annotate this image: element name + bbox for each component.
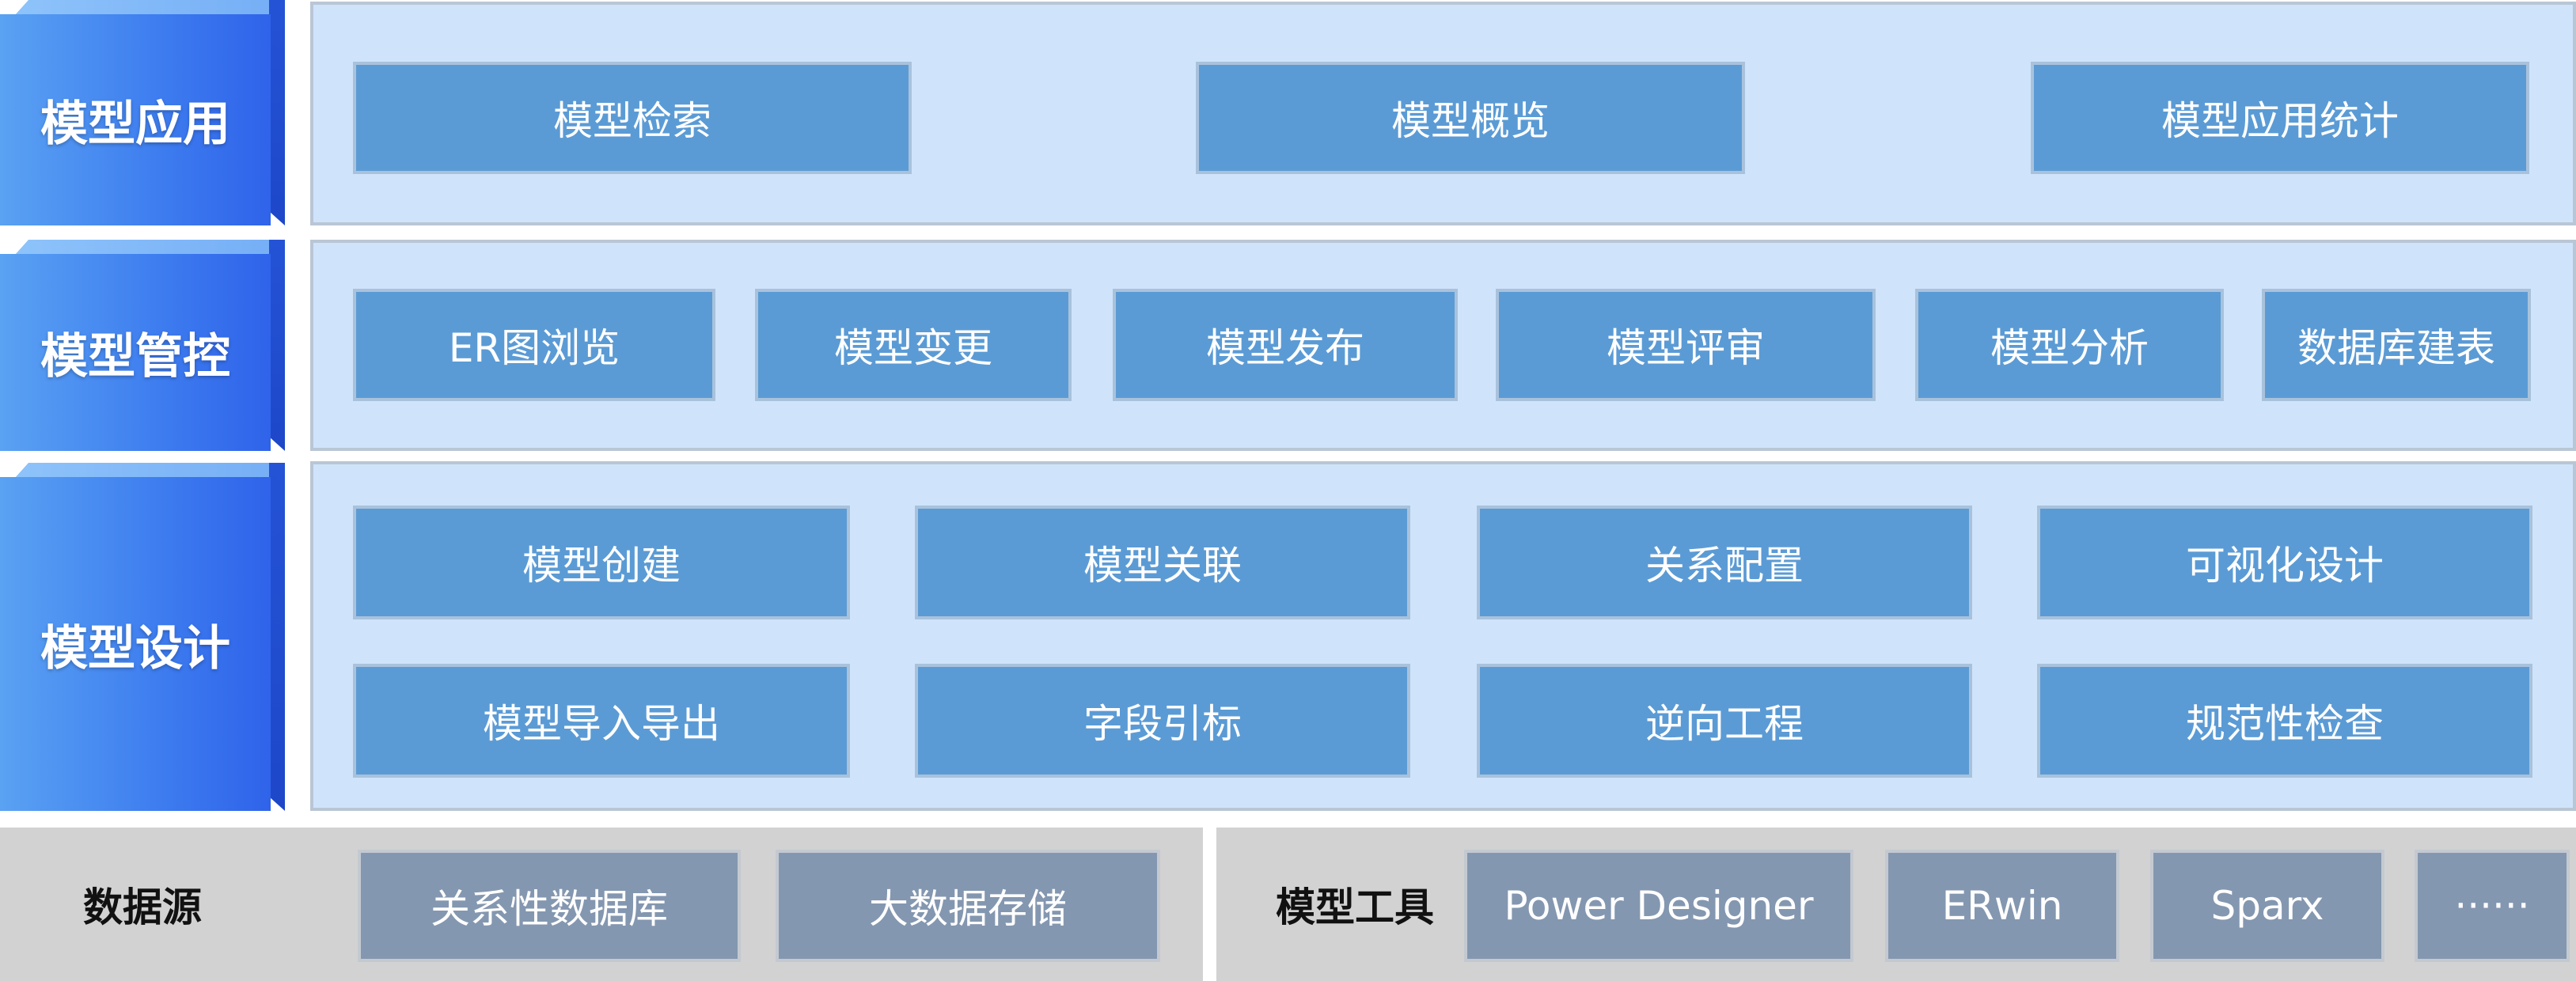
layer-label-design: 模型设计 — [0, 477, 271, 811]
datasource-big-data-storage[interactable]: 大数据存储 — [776, 850, 1160, 962]
feature-label: 模型分析 — [1990, 325, 2149, 371]
layer-label-application: 模型应用 — [0, 14, 271, 225]
feature-box-model-review[interactable]: 模型评审 — [1496, 289, 1876, 401]
tool-label: Sparx — [2210, 883, 2324, 929]
feature-box-model-create[interactable]: 模型创建 — [353, 506, 850, 619]
model-tools-panel: 模型工具 Power Designer ERwin Sparx ······ — [1216, 828, 2576, 981]
tool-more[interactable]: ······ — [2415, 850, 2570, 962]
layer-label-control: 模型管控 — [0, 254, 271, 451]
feature-box-model-publish[interactable]: 模型发布 — [1113, 289, 1458, 401]
feature-label: 模型发布 — [1206, 325, 1364, 371]
tool-sparx[interactable]: Sparx — [2150, 850, 2384, 962]
datasource-title: 数据源 — [83, 884, 202, 930]
feature-label: 模型导入导出 — [483, 701, 720, 747]
tool-label: Power Designer — [1504, 883, 1814, 929]
layer-label-text: 模型管控 — [40, 329, 230, 384]
layer-panel-control: ER图浏览 模型变更 模型发布 模型评审 模型分析 数据库建表 — [310, 240, 2576, 451]
feature-label: 模型创建 — [522, 543, 681, 589]
feature-label: 逆向工程 — [1645, 701, 1804, 747]
feature-label: 模型概览 — [1391, 98, 1550, 144]
layer-panel-design: 模型创建 模型关联 关系配置 可视化设计 模型导入导出 字段引标 逆向工程 规范… — [310, 461, 2576, 811]
feature-box-relation-config[interactable]: 关系配置 — [1477, 506, 1972, 619]
feature-box-visual-design[interactable]: 可视化设计 — [2037, 506, 2532, 619]
feature-label: 模型变更 — [834, 325, 992, 371]
datasource-label: 关系性数据库 — [431, 886, 668, 932]
feature-label: 规范性检查 — [2186, 701, 2384, 747]
tool-label: ······ — [2454, 883, 2530, 929]
layer-label-top-face — [14, 463, 285, 479]
feature-label: ER图浏览 — [448, 325, 620, 371]
feature-box-er-browse[interactable]: ER图浏览 — [353, 289, 715, 401]
tool-label: ERwin — [1941, 883, 2063, 929]
feature-label: 模型评审 — [1607, 325, 1765, 371]
layer-label-side-face — [269, 0, 285, 225]
feature-box-model-usage-stats[interactable]: 模型应用统计 — [2031, 62, 2529, 174]
feature-box-model-import-export[interactable]: 模型导入导出 — [353, 664, 850, 778]
feature-label: 模型检索 — [553, 98, 711, 144]
feature-box-model-change[interactable]: 模型变更 — [755, 289, 1072, 401]
feature-label: 数据库建表 — [2297, 325, 2495, 371]
feature-label: 模型关联 — [1083, 543, 1242, 589]
datasource-relational-db[interactable]: 关系性数据库 — [358, 850, 741, 962]
feature-box-reverse-engineering[interactable]: 逆向工程 — [1477, 664, 1972, 778]
feature-label: 字段引标 — [1083, 701, 1242, 747]
tool-erwin[interactable]: ERwin — [1885, 850, 2119, 962]
layer-label-top-face — [14, 0, 285, 16]
feature-box-compliance-check[interactable]: 规范性检查 — [2037, 664, 2532, 778]
layer-label-top-face — [14, 240, 285, 256]
feature-label: 可视化设计 — [2186, 543, 2384, 589]
layer-panel-application: 模型检索 模型概览 模型应用统计 — [310, 2, 2576, 225]
datasource-label: 大数据存储 — [869, 886, 1067, 932]
model-tools-title: 模型工具 — [1276, 884, 1434, 930]
feature-label: 关系配置 — [1645, 543, 1804, 589]
feature-box-model-analysis[interactable]: 模型分析 — [1915, 289, 2224, 401]
feature-box-db-create-table[interactable]: 数据库建表 — [2262, 289, 2531, 401]
feature-box-model-search[interactable]: 模型检索 — [353, 62, 912, 174]
layer-label-text: 模型应用 — [40, 97, 230, 152]
tool-power-designer[interactable]: Power Designer — [1464, 850, 1853, 962]
layer-label-side-face — [269, 240, 285, 451]
layer-label-text: 模型设计 — [40, 620, 230, 676]
feature-label: 模型应用统计 — [2161, 98, 2399, 144]
feature-box-model-overview[interactable]: 模型概览 — [1196, 62, 1745, 174]
feature-box-field-standard-ref[interactable]: 字段引标 — [915, 664, 1410, 778]
datasource-panel: 数据源 关系性数据库 大数据存储 — [0, 828, 1203, 981]
feature-box-model-association[interactable]: 模型关联 — [915, 506, 1410, 619]
layer-label-side-face — [269, 463, 285, 811]
